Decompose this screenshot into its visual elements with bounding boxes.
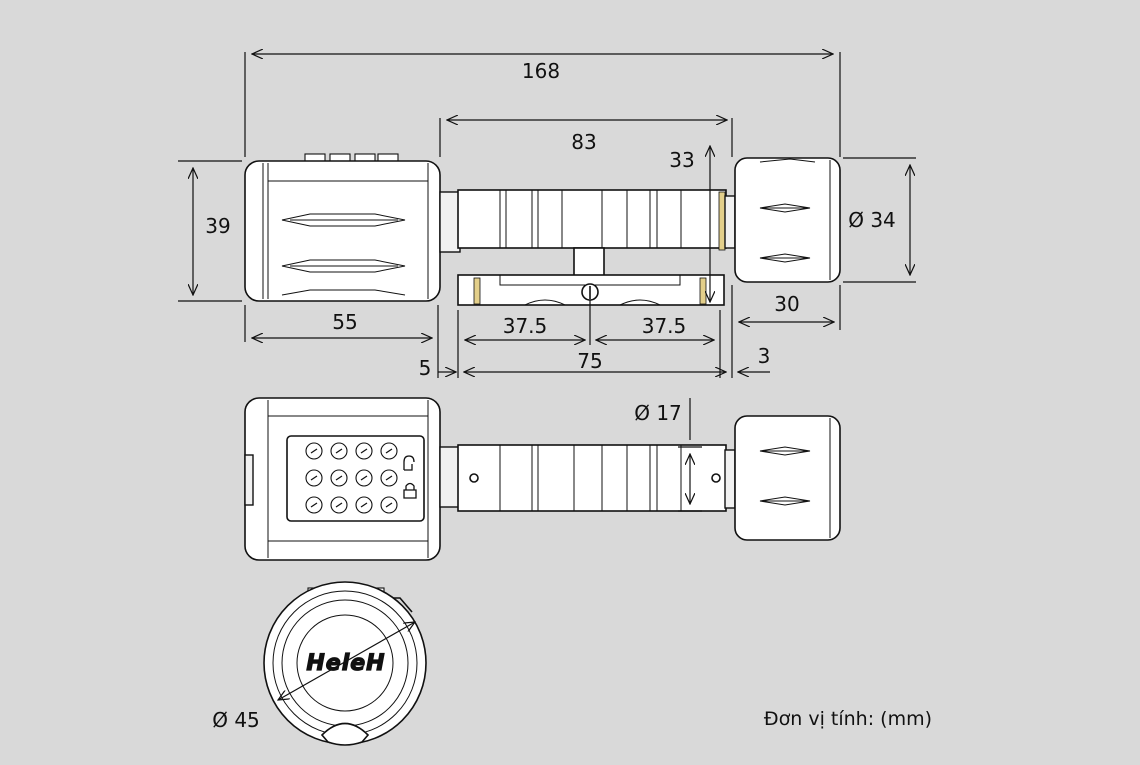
dim-total-length: 168 — [522, 59, 560, 83]
dimension-labels: 168 83 33 39 Ø 34 55 37.5 37.5 30 5 75 3… — [205, 59, 932, 732]
unit-label: Đơn vị tính: (mm) — [764, 708, 932, 730]
dimension-lines — [178, 52, 916, 700]
dim-face-diameter: Ø 45 — [212, 708, 260, 732]
keypad-button-mark — [335, 448, 343, 454]
top-view — [244, 153, 841, 306]
dim-left-length: 55 — [332, 310, 357, 334]
lock-icon — [403, 482, 417, 499]
keypad-button-mark — [385, 448, 393, 454]
top-right-knob — [734, 157, 841, 283]
front-knob — [734, 415, 841, 541]
keypad-button-mark — [335, 475, 343, 481]
keypad-button-mark — [385, 502, 393, 508]
keypad-button-mark — [335, 502, 343, 508]
dim-knob-length: 30 — [774, 292, 799, 316]
dim-gap-3: 3 — [758, 344, 771, 368]
keypad-button-mark — [310, 475, 318, 481]
dim-left-height: 39 — [205, 214, 230, 238]
keypad-button-mark — [310, 502, 318, 508]
keypad-buttons — [305, 442, 417, 514]
dim-half-left: 37.5 — [503, 314, 548, 338]
dim-half-right: 37.5 — [642, 314, 687, 338]
dim-offset-5: 5 — [419, 356, 432, 380]
dim-shaft-diameter: Ø 17 — [634, 401, 682, 425]
keypad-button-mark — [360, 502, 368, 508]
end-view: HeleH — [263, 581, 427, 746]
keypad-button-mark — [385, 475, 393, 481]
dim-pin-33: 33 — [669, 148, 694, 172]
front-view — [244, 397, 841, 561]
dim-knob-diameter: Ø 34 — [848, 208, 896, 232]
top-left-housing — [244, 153, 441, 302]
unlock-icon — [403, 455, 415, 471]
dim-body-75: 75 — [577, 349, 602, 373]
brand-logo: HeleH — [306, 651, 385, 676]
keypad-button-mark — [360, 475, 368, 481]
keypad-button-mark — [360, 448, 368, 454]
dim-cylinder-length: 83 — [571, 130, 596, 154]
top-cylinder — [439, 189, 736, 306]
front-cylinder — [439, 444, 736, 512]
keypad-button-mark — [310, 448, 318, 454]
